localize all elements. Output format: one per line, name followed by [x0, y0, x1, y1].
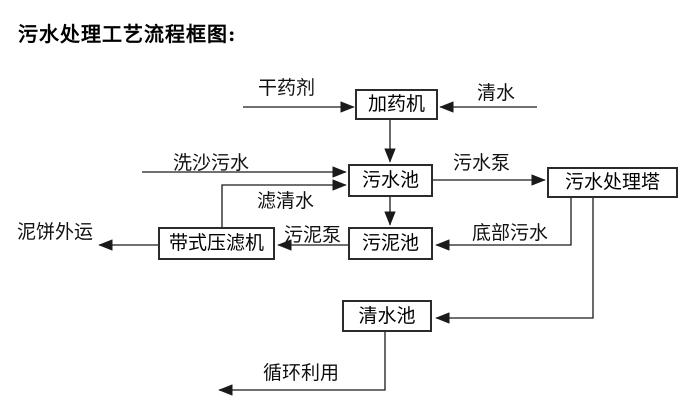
node-sewage-pool: 污水池: [348, 164, 433, 197]
edge-label-sand-washing-sewage: 洗沙污水: [173, 152, 250, 174]
arrow-bottom-sewage-to-sludge-pool: [435, 198, 572, 251]
node-sludge-pool: 污泥池: [348, 227, 433, 260]
edge-label-sludge-pump: 污泥泵: [284, 224, 342, 246]
edge-label-filtered-water: 滤清水: [257, 190, 315, 212]
arrow-recycle-out: [218, 332, 386, 396]
node-clean-water-pool: 清水池: [342, 300, 432, 332]
edge-label-mud-cake-out: 泥饼外运: [17, 221, 94, 243]
edge-label-bottom-sewage: 底部污水: [472, 222, 549, 244]
edge-label-sewage-pump: 污水泵: [453, 152, 511, 174]
edge-label-clean-water: 清水: [477, 82, 516, 104]
node-belt-filter-press: 带式压滤机: [158, 227, 275, 260]
node-treatment-tower: 污水处理塔: [547, 167, 678, 198]
node-dosing-machine: 加药机: [355, 89, 438, 120]
edge-label-dry-chemical: 干药剂: [258, 77, 316, 99]
edge-label-recycle: 循环利用: [263, 362, 340, 384]
diagram-title: 污水处理工艺流程框图:: [18, 22, 237, 46]
arrow-filtered-water-to-sewage-pool: [221, 179, 347, 227]
arrow-tower-to-clean-water-pool: [435, 198, 594, 324]
